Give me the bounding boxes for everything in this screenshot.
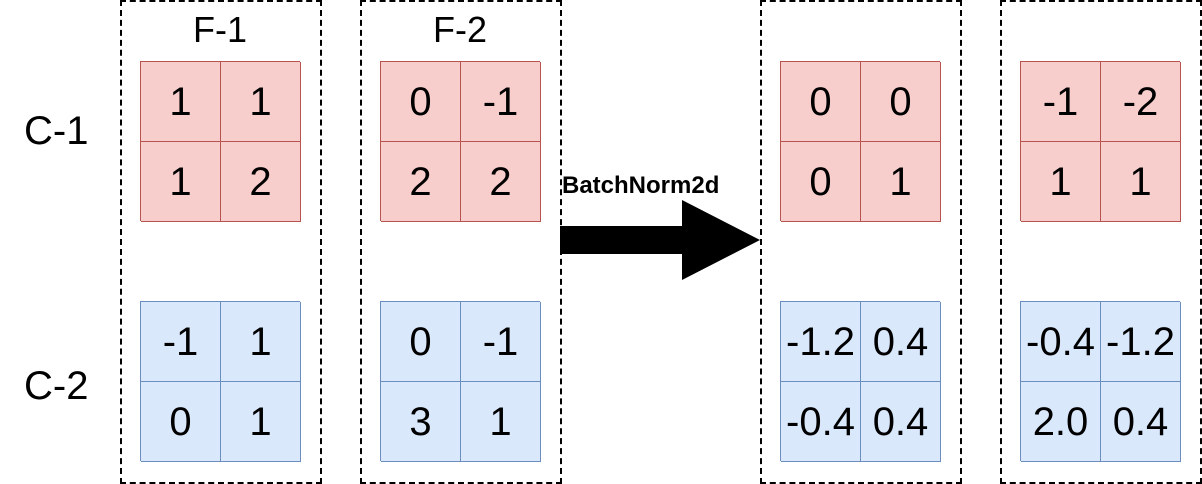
output-f2-c1-matrix: -1 -2 1 1 bbox=[1020, 61, 1181, 222]
matrix-cell: 2 bbox=[221, 142, 301, 222]
matrix-cell: -1 bbox=[141, 302, 221, 382]
operation-label: BatchNorm2d bbox=[562, 172, 720, 199]
matrix-cell: 1 bbox=[221, 382, 301, 462]
row-label-c1: C-1 bbox=[24, 109, 89, 153]
matrix-cell: 2 bbox=[381, 142, 461, 222]
matrix-cell: 0.4 bbox=[1101, 382, 1181, 462]
matrix-cell: -2 bbox=[1101, 62, 1181, 142]
matrix-cell: 1 bbox=[141, 142, 221, 222]
matrix-cell: -1.2 bbox=[781, 302, 861, 382]
matrix-cell: 1 bbox=[141, 62, 221, 142]
input-frame-f1 bbox=[120, 0, 322, 484]
row-label-c2: C-2 bbox=[24, 364, 89, 408]
matrix-cell: -0.4 bbox=[1021, 302, 1101, 382]
input-f2-c2-matrix: 0 -1 3 1 bbox=[380, 301, 541, 462]
output-f1-c2-matrix: -1.2 0.4 -0.4 0.4 bbox=[780, 301, 941, 462]
matrix-cell: 1 bbox=[1101, 142, 1181, 222]
input-f1-c2-matrix: -1 1 0 1 bbox=[140, 301, 301, 462]
matrix-cell: 3 bbox=[381, 382, 461, 462]
input-f1-c1-matrix: 1 1 1 2 bbox=[140, 61, 301, 222]
matrix-cell: 2.0 bbox=[1021, 382, 1101, 462]
matrix-cell: -1.2 bbox=[1101, 302, 1181, 382]
column-label-f1: F-1 bbox=[193, 9, 247, 50]
matrix-cell: 2 bbox=[461, 142, 541, 222]
matrix-cell: -1 bbox=[461, 62, 541, 142]
arrow-right-icon bbox=[560, 200, 760, 280]
matrix-cell: 0 bbox=[141, 382, 221, 462]
matrix-cell: 1 bbox=[221, 62, 301, 142]
matrix-cell: 0 bbox=[381, 62, 461, 142]
matrix-cell: -1 bbox=[1021, 62, 1101, 142]
column-label-f2: F-2 bbox=[433, 9, 487, 50]
matrix-cell: 1 bbox=[221, 302, 301, 382]
matrix-cell: 1 bbox=[461, 382, 541, 462]
output-f1-c1-matrix: 0 0 0 1 bbox=[780, 61, 941, 222]
matrix-cell: -1 bbox=[461, 302, 541, 382]
output-frame-f1 bbox=[760, 0, 962, 484]
matrix-cell: 0.4 bbox=[861, 382, 941, 462]
input-f2-c1-matrix: 0 -1 2 2 bbox=[380, 61, 541, 222]
output-frame-f2 bbox=[1000, 0, 1202, 484]
matrix-cell: 0 bbox=[381, 302, 461, 382]
matrix-cell: 1 bbox=[1021, 142, 1101, 222]
output-f2-c2-matrix: -0.4 -1.2 2.0 0.4 bbox=[1020, 301, 1181, 462]
matrix-cell: 0.4 bbox=[861, 302, 941, 382]
matrix-cell: 0 bbox=[781, 62, 861, 142]
matrix-cell: -0.4 bbox=[781, 382, 861, 462]
matrix-cell: 1 bbox=[861, 142, 941, 222]
matrix-cell: 0 bbox=[781, 142, 861, 222]
matrix-cell: 0 bbox=[861, 62, 941, 142]
